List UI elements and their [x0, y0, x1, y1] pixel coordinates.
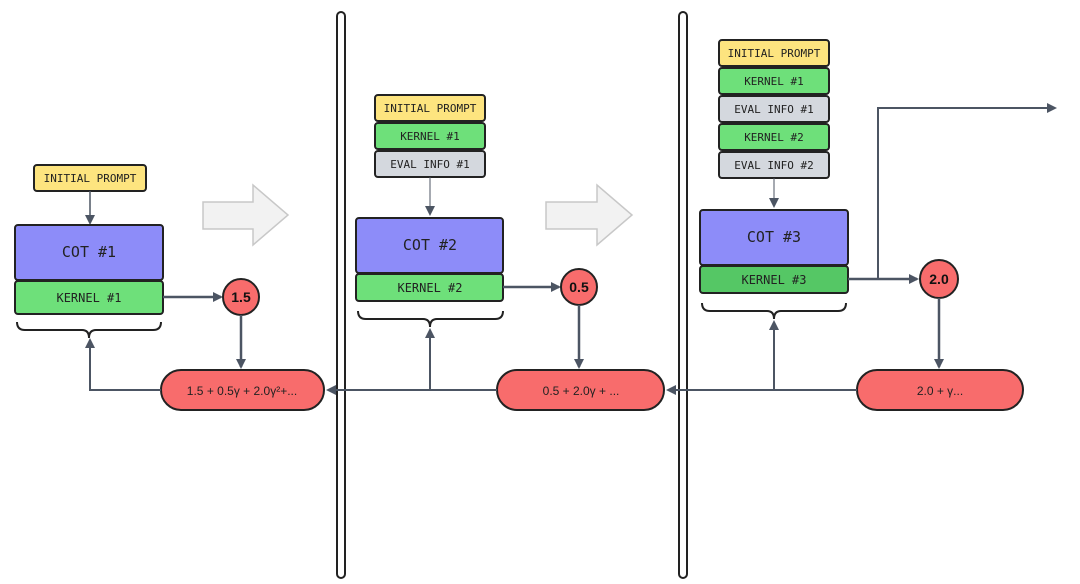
- return-pill-1-label: 1.5 + 0.5γ + 2.0γ²+...: [187, 384, 297, 398]
- context-kernel-1-2: [374, 122, 486, 150]
- context-eval-info-1-3-label: EVAL INFO #1: [734, 103, 813, 116]
- return-pill-3-label: 2.0 + γ...: [917, 384, 963, 398]
- bracket-3: [701, 302, 847, 320]
- reward-value-2: 0.5: [569, 279, 589, 295]
- context-eval-info-1-2-label: EVAL INFO #1: [390, 158, 469, 171]
- reward-value-3: 2.0: [929, 271, 949, 287]
- context-kernel-2-3-label: KERNEL #2: [744, 131, 804, 144]
- arrow-return-to-bracket-2: [425, 328, 497, 391]
- cot-box-3-label: COT #3: [747, 228, 801, 246]
- transition-arrow-2: [545, 183, 634, 247]
- context-kernel-1-3-label: KERNEL #1: [744, 75, 804, 88]
- stage-3: INITIAL PROMPT KERNEL #1 EVAL INFO #1 KE…: [666, 39, 1057, 411]
- arrow-return-to-bracket-3: [769, 320, 857, 391]
- arrow-return-to-bracket-1: [85, 338, 161, 391]
- return-pill-2-label: 0.5 + 2.0γ + ...: [543, 384, 620, 398]
- cot-box-1-label: COT #1: [62, 243, 116, 261]
- context-kernel-1-2-label: KERNEL #1: [400, 130, 460, 143]
- kernel-box-2-label: KERNEL #2: [397, 281, 462, 295]
- stage-2: INITIAL PROMPT KERNEL #1 EVAL INFO #1 CO…: [326, 94, 665, 411]
- stage-divider-1: [336, 11, 346, 579]
- bracket-2: [357, 310, 504, 328]
- context-initial-prompt-3: [718, 39, 830, 67]
- context-initial-prompt-2: [374, 94, 486, 122]
- reward-value-1: 1.5: [231, 289, 251, 305]
- kernel-box-3-label: KERNEL #3: [741, 273, 806, 287]
- context-initial-prompt-3-label: INITIAL PROMPT: [728, 47, 821, 60]
- context-eval-info-2-3-label: EVAL INFO #2: [734, 159, 813, 172]
- stage-1: INITIAL PROMPT COT #1 KERNEL #1 1.5 1.5 …: [14, 164, 325, 411]
- context-initial-prompt-2-label: INITIAL PROMPT: [384, 102, 477, 115]
- stage-divider-2: [678, 11, 688, 579]
- context-eval-info-1-3: [718, 95, 830, 123]
- transition-arrow-1: [202, 183, 290, 247]
- context-initial-prompt-1-label: INITIAL PROMPT: [44, 172, 137, 185]
- arrow-continue-next-turn: [862, 103, 1057, 280]
- cot-box-2-label: COT #2: [403, 236, 457, 254]
- kernel-box-1-label: KERNEL #1: [56, 291, 121, 305]
- bracket-1: [16, 321, 162, 339]
- context-kernel-2-3: [718, 123, 830, 151]
- context-kernel-1-3: [718, 67, 830, 95]
